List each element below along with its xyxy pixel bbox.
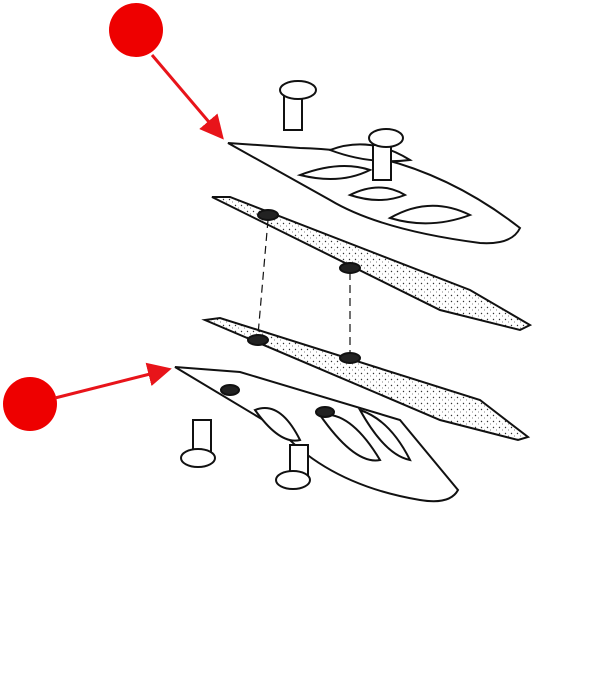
red-dot-marker-lower-icon xyxy=(3,377,57,431)
screw-bottom-left-icon xyxy=(180,419,216,468)
screw-top-left-icon xyxy=(279,80,317,131)
arrow-lower xyxy=(54,362,172,400)
screw-top-right-icon xyxy=(368,128,404,181)
arrow-upper xyxy=(150,54,224,140)
red-dot-marker-upper-icon xyxy=(109,3,163,57)
lower-shim-plate xyxy=(201,316,531,442)
upper-shim-plate xyxy=(211,196,533,332)
alignment-lines xyxy=(257,219,351,352)
screw-bottom-right-icon xyxy=(275,444,311,490)
lower-blade-plate xyxy=(174,366,460,503)
